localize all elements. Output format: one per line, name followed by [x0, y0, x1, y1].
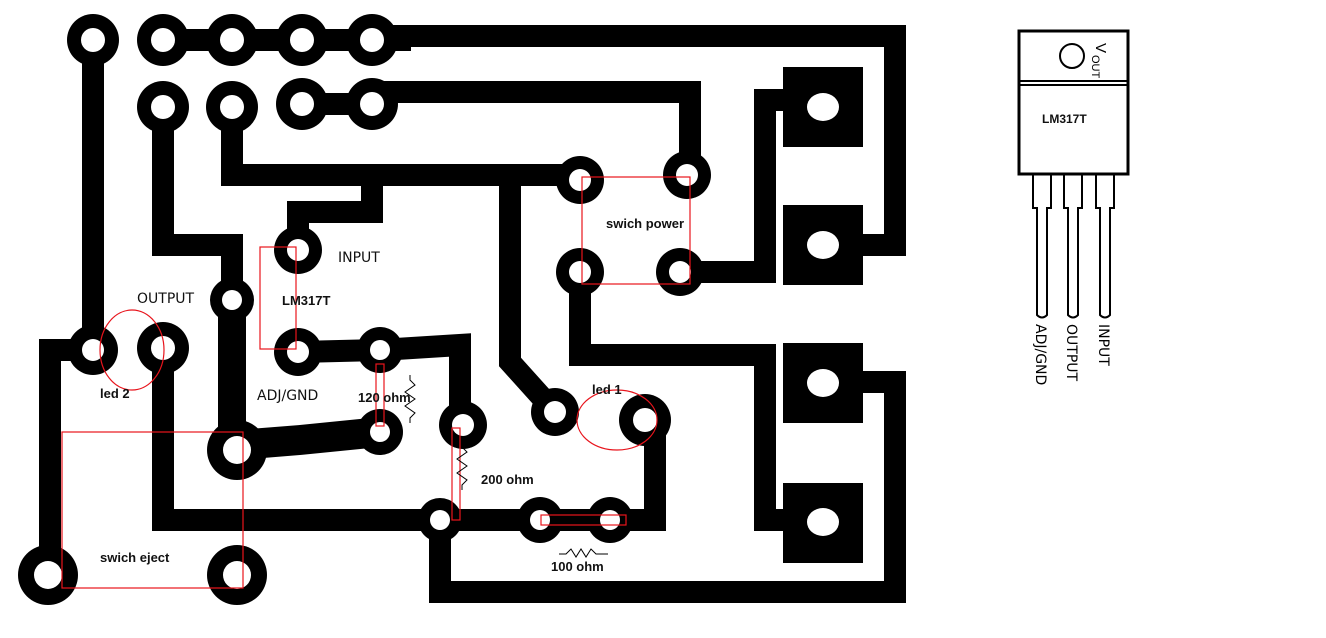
label-r120: 120 ohm: [358, 390, 411, 405]
pad-hole: [223, 561, 251, 589]
trace-led2: [152, 348, 440, 531]
led1-outline: [576, 389, 658, 451]
pin-label-output: OUTPUT: [1063, 324, 1079, 382]
package-pins: [1032, 175, 1115, 319]
terminal-hole: [807, 231, 839, 259]
package-part-label: LM317T: [1042, 112, 1087, 126]
label-output: OUTPUT: [137, 291, 195, 307]
pad-hole: [569, 261, 591, 283]
pad-hole: [370, 340, 390, 360]
switch-eject-outline: [61, 431, 244, 589]
pad-hole: [370, 422, 390, 442]
label-switch-power: swich power: [606, 216, 684, 231]
r200-outline: [451, 427, 461, 521]
pin-adj: [1032, 175, 1052, 319]
pads: [18, 14, 711, 605]
pad-hole: [151, 28, 175, 52]
trace-output: [152, 107, 243, 300]
regulator-outline: [259, 246, 297, 350]
trace-bottom: [429, 371, 906, 603]
r200-symbol: [456, 440, 468, 490]
pad-hole: [676, 164, 698, 186]
pin-input: [1095, 175, 1115, 319]
pad-hole: [360, 28, 384, 52]
tab-label: V: [1092, 43, 1109, 53]
trace-adj: [297, 333, 471, 425]
terminal-hole: [807, 369, 839, 397]
package-body: [1017, 29, 1130, 176]
terminal-hole: [807, 508, 839, 536]
pad-hole: [222, 290, 242, 310]
pad-hole: [220, 28, 244, 52]
label-adj-gnd: ADJ/GND: [257, 388, 318, 404]
r100-outline: [540, 514, 627, 526]
label-switch-eject: swich eject: [100, 550, 170, 565]
label-r200: 200 ohm: [481, 472, 534, 487]
pad-hole: [223, 436, 251, 464]
pad-hole: [290, 92, 314, 116]
pad-hole: [82, 339, 104, 361]
pad-hole: [600, 510, 620, 530]
r100-symbol: [559, 548, 608, 558]
pin-label-input: INPUT: [1095, 324, 1111, 366]
tab-sub-label: OUT: [1089, 55, 1101, 79]
lm317t-package: V OUT LM317T ADJ/GND OUTPUT INPUT: [1017, 29, 1130, 385]
pad-hole: [290, 28, 314, 52]
pad-hole: [360, 92, 384, 116]
terminal-hole: [807, 93, 839, 121]
label-led1: led 1: [592, 382, 622, 397]
pad-hole: [151, 95, 175, 119]
pad-hole: [633, 408, 657, 432]
pin-output: [1063, 175, 1083, 319]
mounting-hole-icon: [1059, 43, 1085, 69]
label-led2: led 2: [100, 386, 130, 401]
label-input: INPUT: [338, 250, 380, 266]
pad-hole: [81, 28, 105, 52]
pad-hole: [287, 341, 309, 363]
annotations: INPUT OUTPUT ADJ/GND LM317T led 2 led 1 …: [61, 176, 691, 589]
pad-hole: [34, 561, 62, 589]
pad-hole: [151, 336, 175, 360]
label-r100: 100 ohm: [551, 559, 604, 574]
pad-hole: [430, 510, 450, 530]
pad-hole: [544, 401, 566, 423]
trace-left: [39, 40, 104, 575]
trace-led1-feed: [499, 175, 564, 420]
label-regulator: LM317T: [282, 293, 330, 308]
pad-hole: [220, 95, 244, 119]
pad-hole: [287, 239, 309, 261]
led2-outline: [99, 309, 165, 391]
r120-symbol: [404, 375, 416, 423]
switch-power-outline: [581, 176, 691, 285]
pad-hole: [569, 169, 591, 191]
pin-label-adj: ADJ/GND: [1032, 324, 1048, 385]
pad-hole: [452, 414, 474, 436]
square-pads: [783, 67, 863, 563]
r120-outline: [375, 363, 385, 427]
pad-hole: [530, 510, 550, 530]
pad-hole: [669, 261, 691, 283]
